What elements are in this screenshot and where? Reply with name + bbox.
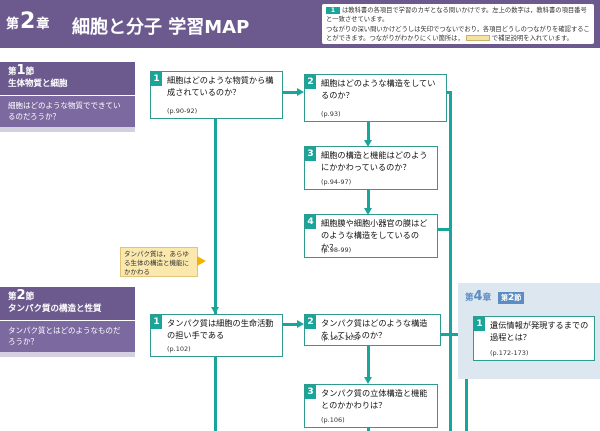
key-number-icon: 1 xyxy=(326,6,340,14)
connector-3-to-4 xyxy=(367,190,370,210)
flow-box-s2-2: 2 タンパク質はどのような構造をしているのか？ (p.102-105) xyxy=(304,314,441,346)
box-number: 3 xyxy=(305,385,316,399)
connector-s2-2-to-3 xyxy=(367,346,370,380)
section-1-shadow xyxy=(0,127,135,132)
flow-box-ch4-1: 1 遺伝情報が発現するまでの過程とは？ (p.172-173) xyxy=(473,316,595,361)
box-question: タンパク質は細胞の生命活動の担い手である xyxy=(167,318,274,340)
connector-4-right-stub xyxy=(438,228,451,231)
section-1-label: 第1節 xyxy=(8,63,35,78)
box-number: 1 xyxy=(151,72,162,86)
arrow-to-box-4 xyxy=(364,208,372,215)
section-1-header: 第1節 生体物質と細胞 xyxy=(0,62,135,95)
section-2-shadow xyxy=(0,352,135,357)
arrow-to-box-2 xyxy=(297,88,304,96)
flow-box-s1-4: 4 細胞膜や細胞小器官の膜はどのような構造をしているのか？ (p.98-99) xyxy=(304,214,438,258)
box-page-ref: (p.94-97) xyxy=(321,178,352,186)
connector-to-chapter4 xyxy=(441,333,463,336)
section-2-question: タンパク質とはどのようなものだろうか？ xyxy=(0,320,135,352)
box-page-ref: (p.93) xyxy=(321,110,341,118)
box-number: 2 xyxy=(305,75,316,89)
flow-box-s2-3: 3 タンパク質の立体構造と機能とのかかわりは？ (p.106) xyxy=(304,384,438,428)
arrow-to-s2-box-3 xyxy=(364,377,372,384)
section-1-question: 細胞はどのような物質でできているのだろうか？ xyxy=(0,95,135,127)
note-line-2: つながりの深い問いかけどうしは矢印でつないでおり，各項目どうしのつながりを確認す… xyxy=(326,25,590,43)
arrow-to-s2-box-1 xyxy=(211,307,219,314)
box-number: 1 xyxy=(474,317,485,331)
chapter-4-label: 第4章 xyxy=(465,289,492,304)
callout-pointer-icon xyxy=(197,256,206,266)
connector-1-to-2 xyxy=(283,91,297,94)
connector-col1-vertical xyxy=(214,119,217,431)
box-page-ref: (p.172-173) xyxy=(490,349,529,357)
page-title: 細胞と分子 学習MAP xyxy=(72,17,250,38)
flow-box-s1-3: 3 細胞の構造と機能はどのようにかかわっているのか？ (p.94-97) xyxy=(304,146,438,190)
connector-s2-1-to-2 xyxy=(283,323,297,326)
box-question: 遺伝情報が発現するまでの過程とは？ xyxy=(490,320,589,342)
supplement-callout: タンパク質は，あらゆる生体の構造と機能にかかわる xyxy=(120,247,198,277)
box-question: 細胞の構造と機能はどのようにかかわっているのか？ xyxy=(321,150,428,172)
box-page-ref: (p.102) xyxy=(167,345,191,353)
box-page-ref: (p.98-99) xyxy=(321,246,352,254)
chapter-label: 第2章 xyxy=(6,9,50,34)
flow-box-s1-2: 2 細胞はどのような構造をしているのか？ (p.93) xyxy=(304,74,447,122)
box-question: 細胞はどのような物質から構成されているのか？ xyxy=(167,75,274,97)
box-question: タンパク質はどのような構造をしているのか？ xyxy=(321,318,428,340)
connector-2-to-3 xyxy=(367,122,370,142)
box-question: 細胞膜や細胞小器官の膜はどのような構造をしているのか？ xyxy=(321,218,428,252)
arrow-to-s2-box-2 xyxy=(297,320,304,328)
flow-box-s2-1: 1 タンパク質は細胞の生命活動の担い手である (p.102) xyxy=(150,314,283,357)
connector-s2-3-down xyxy=(367,428,370,431)
arrow-to-box-3 xyxy=(364,140,372,147)
box-question: タンパク質の立体構造と機能とのかかわりは？ xyxy=(321,388,428,410)
section-1-title: 生体物質と細胞 xyxy=(8,79,68,89)
flow-box-s1-1: 1 細胞はどのような物質から構成されているのか？ (p.90-92) xyxy=(150,71,283,119)
callout-swatch-icon xyxy=(465,35,490,42)
box-question: 細胞はどのような構造をしているのか？ xyxy=(321,78,436,100)
box-page-ref: (p.90-92) xyxy=(167,107,198,115)
box-number: 3 xyxy=(305,147,316,161)
section-2-header: 第2節 タンパク質の構造と性質 xyxy=(0,287,135,320)
connector-chapter4-down xyxy=(465,346,468,431)
box-page-ref: (p.106) xyxy=(321,416,345,424)
section-2-title: タンパク質の構造と性質 xyxy=(8,304,102,314)
box-number: 1 xyxy=(151,315,162,329)
connector-col3-vertical xyxy=(449,91,452,431)
box-number: 2 xyxy=(305,315,316,329)
chapter-4-section-badge: 第2節 xyxy=(498,292,525,304)
box-page-ref: (p.102-105) xyxy=(321,334,360,342)
box-number: 4 xyxy=(305,215,316,229)
section-2-label: 第2節 xyxy=(8,288,35,303)
